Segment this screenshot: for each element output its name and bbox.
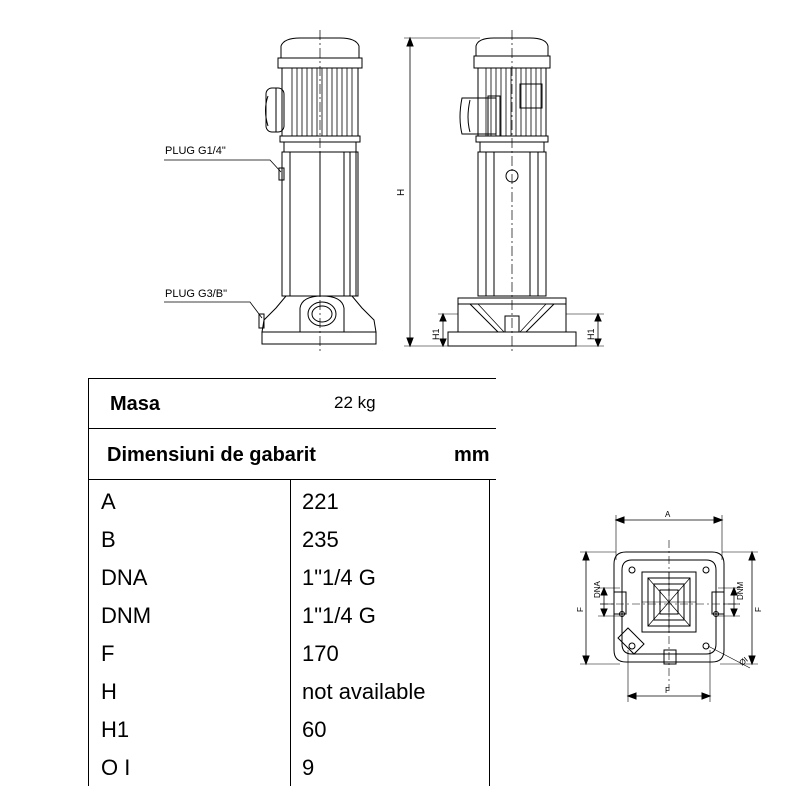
- dim-dnm-label: DNM: [736, 581, 745, 600]
- pump-front-view: [404, 30, 604, 352]
- dim-oi-label: ØI: [738, 655, 750, 667]
- dim-f-left-label: F: [576, 607, 585, 612]
- dim-f-bottom-label: F: [665, 686, 670, 695]
- pump-side-view: [164, 30, 377, 352]
- dim-f-right-label: F: [754, 607, 763, 612]
- dim-h1-left-label: H1: [431, 328, 441, 340]
- dim-h-label: H: [396, 189, 407, 196]
- dim-a-label: A: [665, 510, 671, 519]
- dim-h1-right-label: H1: [586, 328, 596, 340]
- dim-dna-label: DNA: [593, 580, 602, 598]
- plug-bottom-label: PLUG G3/B": [165, 288, 227, 300]
- plug-top-label: PLUG G1/4": [165, 145, 226, 157]
- pump-plan-view: [580, 515, 758, 702]
